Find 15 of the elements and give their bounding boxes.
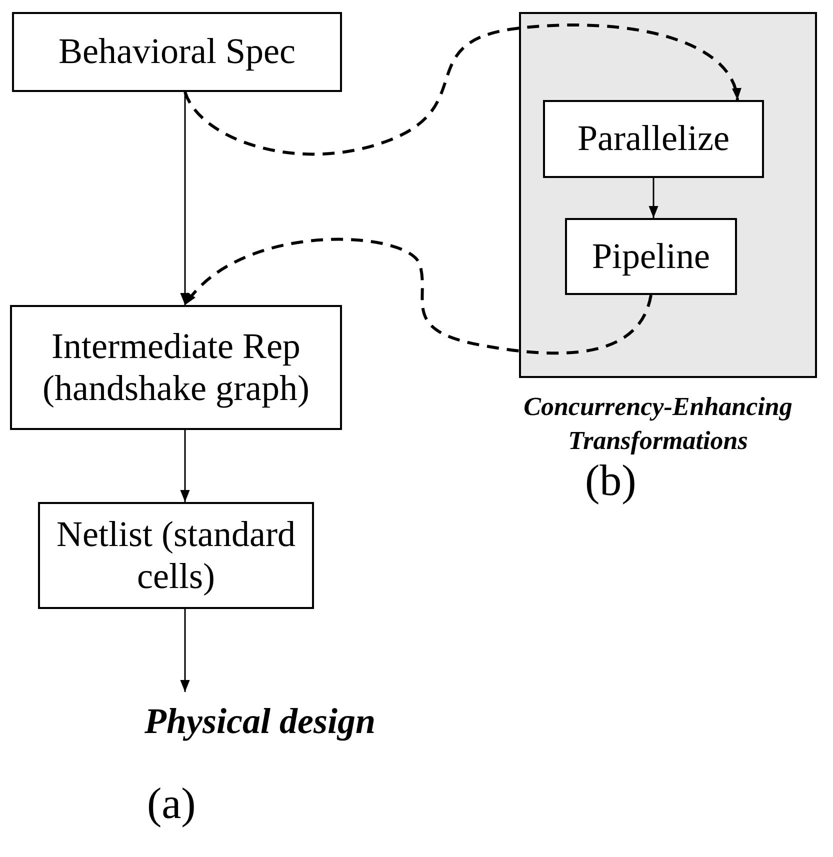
arrow	[648, 178, 658, 218]
process-box: Behavioral Spec	[12, 12, 342, 92]
group-panel	[519, 12, 817, 378]
process-box: Parallelize	[543, 100, 764, 178]
dashed-arrow	[184, 238, 652, 355]
process-box: Intermediate Rep (handshake graph)	[10, 305, 342, 430]
panel-label: (b)	[585, 455, 636, 506]
panel-caption: Concurrency-Enhancing Transformations	[522, 391, 794, 457]
dashed-arrow	[184, 24, 740, 156]
output-text: Physical design	[110, 692, 410, 752]
process-box: Netlist (standard cells)	[38, 502, 314, 609]
process-box: Pipeline	[565, 218, 737, 295]
arrow	[180, 430, 190, 502]
panel-label: (a)	[147, 778, 196, 829]
arrow	[180, 609, 190, 692]
